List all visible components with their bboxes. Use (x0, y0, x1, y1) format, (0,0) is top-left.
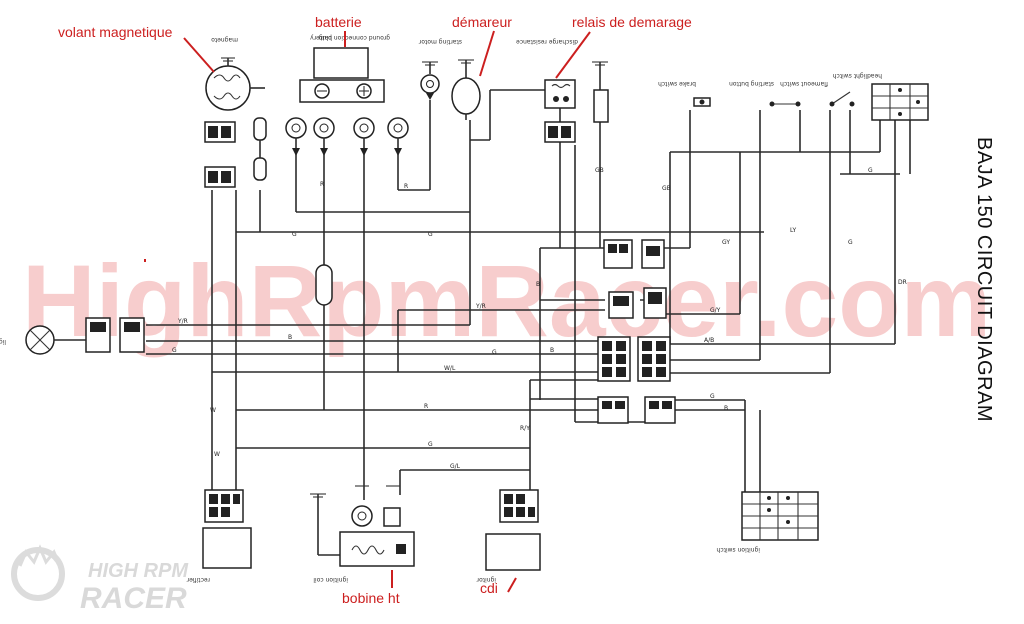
flameout-switch: flameout switch (780, 80, 855, 107)
connector-mid-1 (603, 239, 633, 269)
flameout-switch-label: flameout switch (780, 80, 828, 87)
connector-light-2 (119, 317, 145, 353)
light-label: light (0, 338, 6, 345)
annotation-relais: relais de demarage (572, 14, 692, 30)
annotation-demareur: démareur (452, 14, 512, 30)
wire-code: W (214, 451, 220, 458)
wire-code: W (210, 407, 216, 414)
wire-code: G (848, 239, 853, 246)
wire-code: B (288, 334, 292, 341)
wire-code: G (492, 349, 497, 356)
wire-code: R (320, 181, 324, 188)
ignition-switch-label: ignition switch (716, 546, 760, 553)
annotation-pointer (183, 37, 215, 73)
brake-switch-label: brake switch (658, 80, 696, 87)
connector-mid-4 (643, 287, 667, 319)
cable-grommet (315, 264, 333, 306)
starter-relay (544, 79, 576, 109)
wire-code: W/L (444, 365, 456, 372)
annotation-pointer (479, 30, 495, 77)
logo-text-bottom: RACER (80, 582, 187, 615)
brand-logo: HIGH RPM RACER (11, 544, 189, 615)
wire-code: GY (722, 239, 730, 246)
headlight-switch: headlight switch (832, 72, 929, 121)
connector-magneto-lower (204, 166, 236, 188)
rectifier: rectifier (186, 527, 252, 583)
annotation-mark (144, 259, 146, 262)
annotation-cdi: cdi (480, 580, 498, 596)
annotation-volant: volant magnetique (58, 24, 173, 40)
headlight-switch-label: headlight switch (832, 72, 882, 79)
annotation-batterie: batterie (315, 14, 362, 30)
battery-label: battery (310, 34, 332, 41)
wire-code: DR (898, 279, 907, 286)
ignitor-label: ignitor (476, 576, 496, 583)
starting-motor: starting motor (418, 38, 481, 120)
magneto: magneto (205, 36, 265, 111)
logo-text-top: HIGH RPM (88, 560, 189, 582)
wiring (146, 89, 911, 556)
wire-code: Y/R (475, 303, 486, 310)
starting-button: starting button (729, 80, 801, 107)
wire-code: G (428, 441, 433, 448)
wire-code: A/B (704, 337, 714, 344)
connector-lower-right (644, 396, 676, 424)
inline-fuse (253, 117, 267, 181)
connector-six-pin-right (637, 336, 671, 382)
connector-ignitor (499, 489, 539, 523)
wire-code: B (724, 405, 728, 412)
ground-symbols (310, 485, 400, 500)
annotation-pointer (555, 31, 591, 79)
ground-label: ground connection plug (319, 34, 390, 41)
rectifier-label: rectifier (186, 576, 210, 583)
ignition-coil-label: ignition coil (313, 576, 348, 583)
magneto-label: magneto (211, 36, 238, 43)
annotation-pointer (507, 577, 517, 593)
ignitor: ignitor (476, 533, 541, 583)
wire-code: B (536, 281, 540, 288)
starting-button-label: starting button (729, 80, 774, 87)
annotations: volant magnetique batterie démareur rela… (58, 14, 692, 606)
wire-code: G (428, 231, 433, 238)
brake-switch: brake switch (658, 80, 711, 107)
connector-mid-2 (641, 239, 665, 269)
wire-code: B (550, 347, 554, 354)
wire-code: G (172, 347, 177, 354)
resistance-label: discharge resistance (516, 38, 578, 45)
wire-code: LY (790, 227, 797, 234)
discharge-resistance: discharge resistance (516, 38, 609, 123)
starting-motor-label: starting motor (418, 38, 462, 45)
annotation-bobine: bobine ht (342, 590, 400, 606)
wire-code: GB (662, 185, 671, 192)
wire-code: G (292, 231, 297, 238)
diagram-title: BAJA 150 CIRCUIT DIAGRAM (973, 137, 995, 422)
connector-relay (544, 121, 576, 143)
wire-code: G (710, 393, 715, 400)
light: light (0, 325, 86, 355)
wire-code: R/Y (520, 425, 530, 432)
wire-codes: G G GB GB GY LY G B R G Y/R B G B W/L R … (172, 167, 907, 470)
ignition-coil: ignition coil (313, 505, 415, 583)
connector-six-pin-left (597, 336, 631, 382)
wire-code: G (868, 167, 873, 174)
connector-blocks (85, 121, 676, 523)
wire-code: Y/R (177, 318, 188, 325)
wire-code: GB (595, 167, 604, 174)
connector-light-1 (85, 317, 111, 353)
ignition-switch: ignition switch (716, 491, 819, 553)
battery: battery (299, 34, 385, 103)
wire-code: G/Y (710, 307, 721, 314)
connector-lower-left (597, 396, 629, 424)
connector-magneto-upper (204, 121, 236, 143)
wire-code: G/L (450, 463, 461, 470)
logo-crown (18, 544, 62, 567)
wire-code: R (424, 403, 428, 410)
connector-mid-3 (608, 291, 634, 319)
wire-code: R (404, 183, 408, 190)
ground-connection-plug: ground connection plug (319, 34, 440, 100)
connector-rectifier (204, 489, 244, 523)
ring-terminals (285, 117, 409, 156)
